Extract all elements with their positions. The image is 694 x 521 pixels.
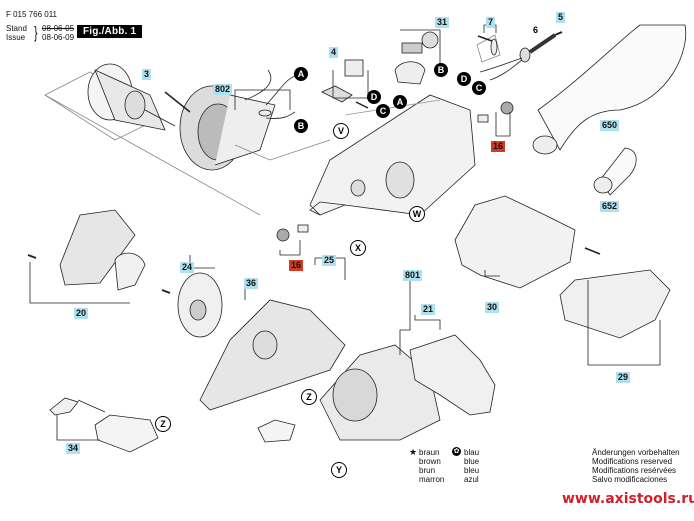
part-label-7[interactable]: 7: [486, 17, 496, 28]
legend-blue-fr: bleu: [464, 466, 480, 475]
legend-brown-fr: brun: [419, 466, 436, 475]
part-label-5[interactable]: 5: [556, 12, 566, 23]
legend-blue-en: blue: [464, 457, 480, 466]
modifications-de: Änderungen vorbehalten: [592, 448, 680, 457]
view-callout-z-left: Z: [155, 416, 171, 432]
legend-brown-es: marron: [419, 475, 445, 484]
part-label-4[interactable]: 4: [329, 47, 339, 58]
stand-date: 08-06-05: [42, 24, 75, 33]
flower-icon: ✿: [452, 447, 461, 456]
connector-callout-d-mid: D: [367, 90, 381, 104]
dust-adapter-652-part[interactable]: [593, 147, 637, 196]
part-label-34[interactable]: 34: [66, 443, 81, 454]
part-label-31[interactable]: 31: [435, 17, 450, 28]
part-label-652[interactable]: 652: [600, 201, 620, 212]
connector-callout-a-left: A: [294, 67, 308, 81]
legend-blue: ✿ blau blue bleu azul: [452, 447, 480, 484]
legend-blue-es: azul: [464, 475, 479, 484]
issue-date: 08-06-09: [42, 33, 75, 42]
figure-label: Fig./Abb. 1: [77, 25, 143, 38]
main-housing-part[interactable]: [309, 94, 476, 216]
brush-holder-part[interactable]: [394, 31, 439, 85]
cover-30-part[interactable]: [454, 195, 601, 289]
field-stator-part[interactable]: [164, 69, 276, 171]
revision-dates: Stand 08-06-05 Issue 08-06-09: [6, 24, 74, 42]
brace-icon: }: [34, 23, 38, 42]
part-label-21[interactable]: 21: [421, 304, 436, 315]
part-label-16-left[interactable]: 16: [289, 260, 304, 271]
part-label-16-right[interactable]: 16: [491, 141, 506, 152]
modifications-en: Modifications reserved: [592, 457, 673, 466]
part-label-6[interactable]: 6: [533, 25, 539, 35]
part-label-3[interactable]: 3: [142, 69, 152, 80]
modifications-notice: Änderungen vorbehalten Modifications res…: [592, 448, 680, 484]
connector-callout-d-right: D: [457, 72, 471, 86]
part-label-20[interactable]: 20: [74, 308, 89, 319]
legend-blue-de: blau: [464, 448, 480, 457]
stand-label: Stand: [6, 24, 27, 33]
part-label-30[interactable]: 30: [485, 302, 500, 313]
housing-cover-36-part[interactable]: [199, 299, 346, 411]
cover-29-part[interactable]: [559, 269, 671, 339]
legend-brown: ★ braun brown brun marron: [409, 448, 445, 485]
legend-brown-de: braun: [419, 448, 440, 457]
connector-callout-c-right: C: [472, 81, 486, 95]
part-label-25[interactable]: 25: [322, 255, 337, 266]
motor-housing-801-part[interactable]: [319, 344, 441, 441]
part-label-802[interactable]: 802: [213, 84, 233, 95]
switch-part[interactable]: [321, 59, 369, 109]
connector-callout-c-mid: C: [376, 104, 390, 118]
view-callout-x: X: [350, 240, 366, 256]
part-label-650[interactable]: 650: [600, 120, 620, 131]
part-label-36[interactable]: 36: [244, 278, 259, 289]
dust-chute-650-part[interactable]: [532, 24, 687, 155]
handle-21-part[interactable]: [409, 334, 496, 416]
belt-cover-part[interactable]: [27, 209, 146, 291]
watermark-link[interactable]: www.axistools.ru: [562, 491, 694, 507]
connector-callout-b-left: B: [294, 119, 308, 133]
modifications-fr: Modifications resérvées: [592, 466, 677, 475]
armature-part[interactable]: [44, 63, 176, 141]
cable-part[interactable]: [476, 31, 563, 81]
document-number: F 015 766 011: [6, 10, 58, 19]
pulley-part[interactable]: [161, 272, 223, 338]
lever-part[interactable]: [49, 397, 159, 453]
part-label-24[interactable]: 24: [180, 262, 195, 273]
legend-brown-en: brown: [419, 457, 441, 466]
view-callout-y: Y: [331, 462, 347, 478]
issue-label: Issue: [6, 33, 26, 42]
part-label-29[interactable]: 29: [616, 372, 631, 383]
modifications-es: Salvo modificaciones: [592, 475, 668, 484]
part-label-801[interactable]: 801: [403, 270, 423, 281]
view-callout-v: V: [333, 123, 349, 139]
view-callout-w: W: [409, 206, 425, 222]
view-callout-z-mid: Z: [301, 389, 317, 405]
connector-callout-b-right: B: [434, 63, 448, 77]
connector-callout-a-mid: A: [393, 95, 407, 109]
star-icon: ★: [409, 447, 418, 457]
